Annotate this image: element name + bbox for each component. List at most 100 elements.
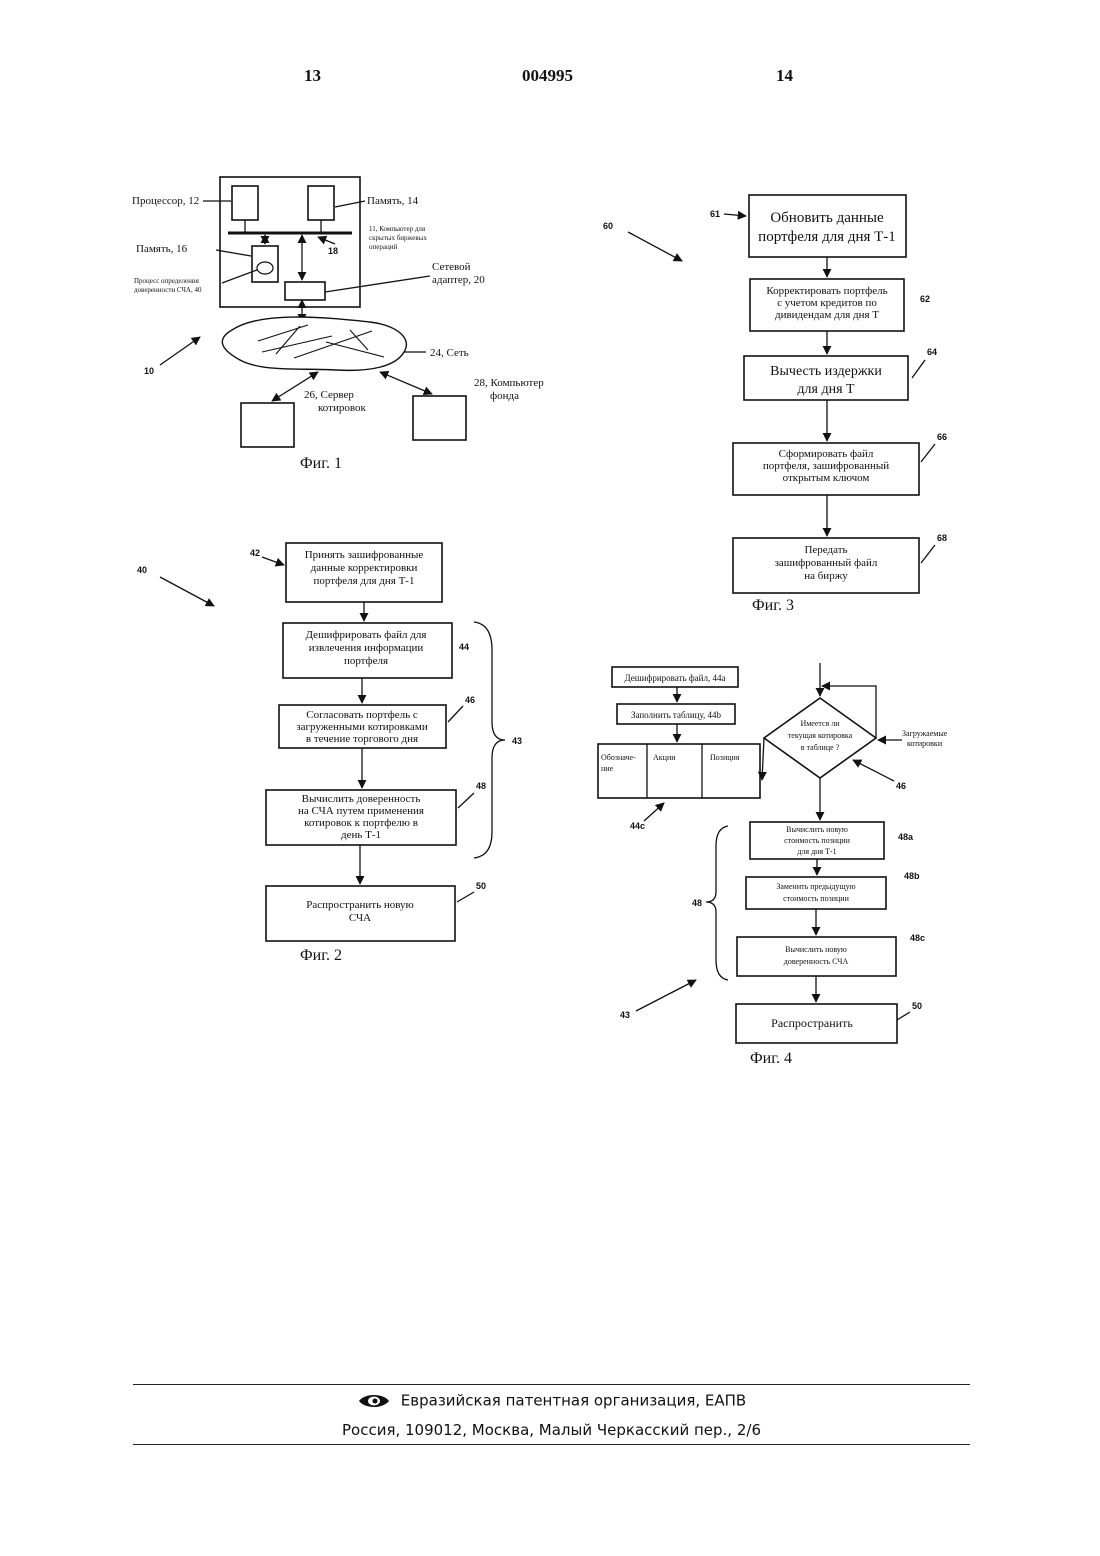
step-68-line1: Передать: [804, 544, 847, 556]
step-46-line3: в течение торгового дня: [306, 733, 418, 745]
step-66-ref: 66: [937, 432, 947, 442]
table-col3: Позиция: [710, 753, 740, 762]
step-44-line3: портфеля: [344, 655, 388, 667]
step-48b-ref: 48b: [904, 871, 920, 881]
footer-organization-text: Евразийская патентная организация, ЕАПВ: [401, 1392, 746, 1410]
step-48c-ref: 48с: [910, 933, 925, 943]
process40-label-line1: Процесс определения: [134, 277, 200, 285]
step-42-ref: 42: [250, 548, 260, 558]
decision-to-table-arrow: [762, 738, 764, 780]
step-48-leader: [458, 793, 474, 808]
step-64-leader: [912, 360, 925, 378]
network-adapter-box: [285, 282, 325, 300]
decision-line1: Имеется ли: [800, 719, 840, 728]
step-61-line1: Обновить данные: [770, 210, 884, 226]
step-61-box: [749, 195, 906, 257]
fig2-ref-label: 40: [137, 565, 147, 575]
step-48a-line3: для дня Т-1: [797, 847, 836, 856]
footer-top-rule: [133, 1384, 970, 1385]
step-50-leader: [457, 892, 474, 902]
memory-14-box: [308, 186, 334, 220]
step-61-ref: 61: [710, 209, 720, 219]
step-48c-line2: доверенность СЧА: [784, 957, 849, 966]
loaded-quotes-line2: котировки: [907, 739, 943, 748]
adapter-label-line1: Сетевой: [432, 261, 471, 273]
step-62-ref: 62: [920, 294, 930, 304]
group-48-ref: 48: [692, 898, 702, 908]
step-66-line3: открытым ключом: [783, 472, 870, 484]
step-42-line1: Принять зашифрованные: [305, 549, 424, 561]
decision-line2: текущая котировка: [788, 731, 853, 740]
step-44-ref: 44: [459, 642, 469, 652]
loaded-quotes-line1: Загружаемые: [902, 729, 948, 738]
step-48b-line2: стоимость позиции: [783, 894, 849, 903]
step-62-line3: дивидендам для дня Т: [775, 309, 879, 321]
adapter-label-line2: адаптер, 20: [432, 274, 485, 286]
process40-label-line2: доверенности СЧА, 40: [134, 286, 202, 294]
step-66-line2: портфеля, зашифрованный: [763, 460, 889, 472]
step-64-line1: Вычесть издержки: [770, 364, 882, 379]
computer-label-line2: скрытых биржевых: [369, 234, 427, 242]
step-48-line2: на СЧА путем применения: [298, 805, 424, 817]
step-50-line2: СЧА: [349, 912, 371, 924]
fund-computer-label-line2: фонда: [490, 390, 519, 402]
group-43-ref: 43: [512, 736, 522, 746]
step-48-line3: котировок к портфелю в: [304, 817, 418, 829]
step-42-line3: портфеля для дня Т-1: [314, 575, 415, 587]
step-68-leader: [921, 545, 935, 563]
table-col2: Акции: [653, 753, 676, 762]
figure-2: 40 Принять зашифрованные данные корректи…: [137, 543, 522, 964]
group-43-brace: [474, 622, 505, 858]
fund-computer-box: [413, 396, 466, 440]
group-43-arrow: [636, 980, 696, 1011]
step-64-ref: 64: [927, 347, 937, 357]
step-48a-line1: Вычислить новую: [786, 825, 848, 834]
step-48-line1: Вычислить доверенность: [302, 793, 421, 805]
footer-bottom-rule: [133, 1444, 970, 1445]
step-68-ref: 68: [937, 533, 947, 543]
fig1-caption: Фиг. 1: [300, 455, 342, 472]
step-64-line2: для дня Т: [797, 382, 855, 397]
step-66-line1: Сформировать файл: [779, 448, 874, 460]
step-50b-line1: Распространить: [771, 1016, 853, 1030]
step-61-ref-arrow: [724, 214, 746, 216]
step-50b-ref: 50: [912, 1001, 922, 1011]
figure-3: 60 Обновить данные портфеля для дня Т-1 …: [603, 195, 947, 614]
step-48c-line1: Вычислить новую: [785, 945, 847, 954]
processor-box: [232, 186, 258, 220]
group-43b-ref: 43: [620, 1010, 630, 1020]
step-44-line1: Дешифрировать файл для: [306, 629, 427, 641]
step-62-line2: с учетом кредитов по: [777, 297, 877, 309]
eapo-logo-icon: [357, 1392, 391, 1410]
network-cloud: [222, 317, 406, 370]
step-46-line2: загруженными котировками: [296, 721, 428, 733]
bus-ref-label: 18: [328, 246, 338, 256]
decision-line3: в таблице ?: [801, 743, 840, 752]
table-ref: 44c: [630, 821, 645, 831]
step-68-line2: зашифрованный файл: [775, 557, 878, 569]
fig3-ref-label: 60: [603, 221, 613, 231]
step-68-line3: на биржу: [804, 570, 848, 582]
fund-network-arrow: [380, 372, 432, 394]
step-48b-line1: Заменить предыдущую: [776, 882, 855, 891]
computer-label-line1: 11, Компьютер для: [369, 225, 426, 233]
figure-4: Дешифрировать файл, 44а Заполнить таблиц…: [598, 663, 948, 1067]
computer-label-line3: операций: [369, 243, 397, 251]
quote-server-label-line2: котировок: [318, 402, 366, 414]
memory14-label: Память, 14: [367, 195, 419, 207]
step-62-line1: Корректировать портфель: [766, 285, 887, 297]
fund-computer-label-line1: 28, Компьютер: [474, 377, 544, 389]
group-48-brace: [706, 826, 728, 980]
step-48a-ref: 48а: [898, 832, 914, 842]
step-50-ref: 50: [476, 881, 486, 891]
step-46-line1: Согласовать портфель с: [306, 709, 418, 721]
system-ref-arrow: [160, 337, 200, 365]
step-44a-label: Дешифрировать файл, 44а: [625, 673, 726, 683]
step-44b-label: Заполнить таблицу, 44b: [631, 710, 722, 720]
quote-server-label-line1: 26, Сервер: [304, 389, 354, 401]
decision-ref: 46: [896, 781, 906, 791]
footer-address: Россия, 109012, Москва, Малый Черкасский…: [133, 1421, 970, 1439]
step-48-line4: день Т-1: [341, 829, 381, 841]
